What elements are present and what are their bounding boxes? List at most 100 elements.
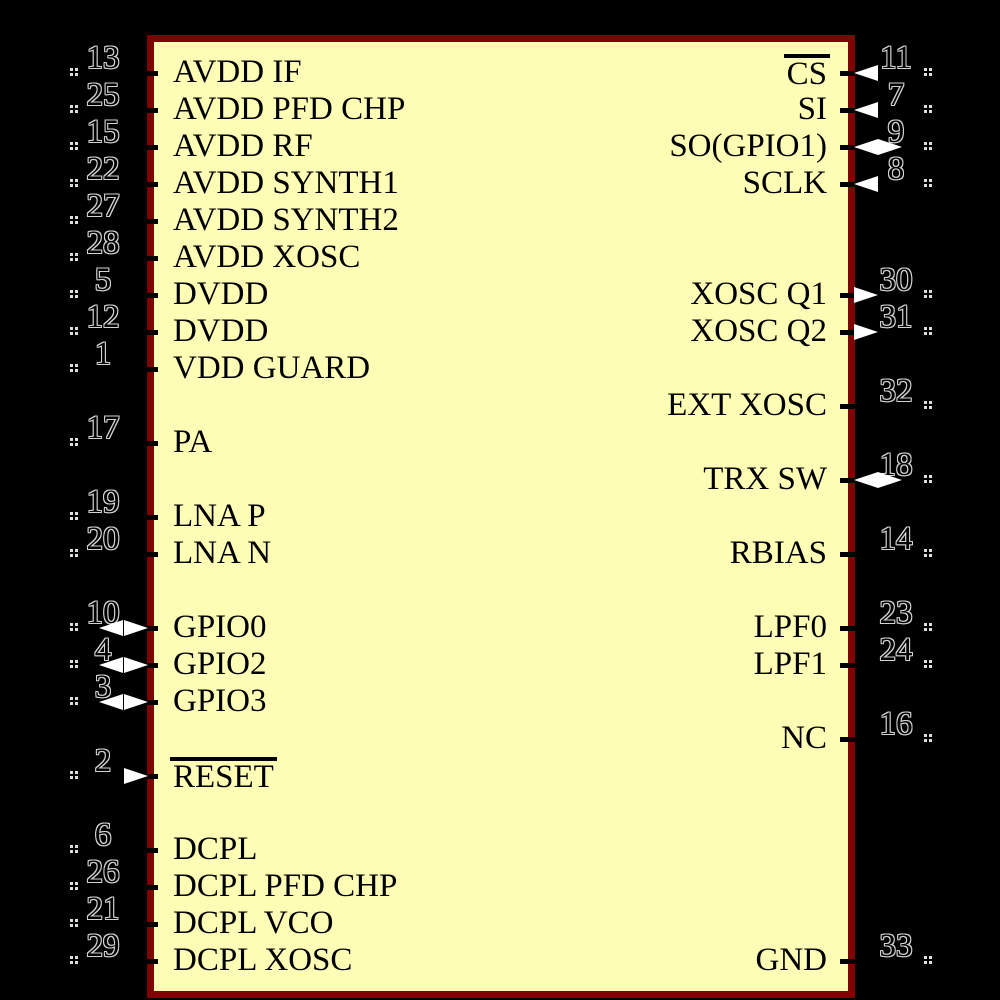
pin-dots-icon: [70, 290, 73, 293]
arrow-left-icon: [854, 65, 878, 81]
pin-stub: [134, 108, 158, 113]
pin-dots-icon: [924, 179, 927, 182]
pin-label: GPIO3: [173, 683, 267, 719]
pin-dots-icon: [924, 142, 927, 145]
arrow-right-icon: [854, 324, 878, 340]
pin-dots-icon: [924, 956, 927, 959]
pin-label: AVDD SYNTH2: [173, 202, 399, 238]
pin-dots-icon: [70, 438, 73, 441]
pin-stub: [840, 404, 864, 409]
pin-dots-icon: [70, 956, 73, 959]
pin-stub: [840, 959, 864, 964]
pin-stub: [134, 885, 158, 890]
pin-number: 31: [879, 299, 913, 335]
pin-dots-icon: [924, 475, 927, 478]
pin-dots-icon: [70, 549, 73, 552]
arrow-right-icon: [854, 287, 878, 303]
pin-label: AVDD XOSC: [173, 239, 361, 275]
pin-number: 24: [879, 632, 913, 668]
arrow-right-icon: [124, 657, 148, 673]
pin-number: 23: [879, 595, 913, 631]
pin-dots-icon: [70, 919, 73, 922]
pin-label-overline: CS: [783, 54, 830, 91]
pin-dots-icon: [924, 549, 927, 552]
pin-stub: [134, 848, 158, 853]
pin-number: 15: [86, 114, 120, 150]
pin-number: 27: [86, 188, 120, 224]
pin-number: 14: [879, 521, 913, 557]
chip-body: [147, 35, 855, 998]
pin-dots-icon: [924, 327, 927, 330]
pin-stub: [840, 293, 864, 298]
arrow-right-icon: [124, 694, 148, 710]
pin-stub: [134, 552, 158, 557]
pin-number: 19: [86, 484, 120, 520]
pin-stub: [134, 515, 158, 520]
pin-dots-icon: [924, 290, 927, 293]
arrow-right-icon: [878, 472, 902, 488]
pin-dots-icon: [924, 105, 927, 108]
pin-label: AVDD IF: [173, 54, 302, 90]
pin-dots-icon: [70, 845, 73, 848]
pin-label-overline: RESET: [170, 757, 277, 794]
pin-label: NC: [781, 720, 827, 756]
pin-dots-icon: [924, 623, 927, 626]
arrow-right-icon: [124, 620, 148, 636]
pin-stub: [840, 108, 864, 113]
pin-number: 2: [94, 743, 112, 779]
pin-label: SI: [797, 91, 827, 127]
pin-stub: [840, 182, 864, 187]
pin-dots-icon: [70, 327, 73, 330]
pin-label: DCPL: [173, 831, 258, 867]
pin-dots-icon: [924, 401, 927, 404]
pin-number: 29: [86, 928, 120, 964]
pin-number: 8: [887, 151, 905, 187]
pin-stub: [840, 626, 864, 631]
pin-stub: [840, 330, 864, 335]
pin-dots-icon: [924, 734, 927, 737]
pin-stub: [134, 330, 158, 335]
pin-label: RBIAS: [729, 535, 827, 571]
arrow-left-icon: [854, 472, 878, 488]
arrow-left-icon: [854, 102, 878, 118]
pin-label: AVDD PFD CHP: [173, 91, 406, 127]
pin-number: 33: [879, 928, 913, 964]
pin-dots-icon: [924, 660, 927, 663]
pin-stub: [840, 737, 864, 742]
pin-stub: [134, 367, 158, 372]
arrow-left-icon: [854, 176, 878, 192]
pin-dots-icon: [70, 216, 73, 219]
pin-dots-icon: [70, 512, 73, 515]
pin-label: VDD GUARD: [173, 350, 371, 386]
pin-number: 32: [879, 373, 913, 409]
pin-number: 11: [880, 40, 912, 76]
pin-stub: [134, 145, 158, 150]
pin-number: 12: [86, 299, 120, 335]
pin-stub: [840, 552, 864, 557]
arrow-right-icon: [124, 768, 148, 784]
pin-dots-icon: [70, 623, 73, 626]
pin-dots-icon: [70, 364, 73, 367]
pin-label: GPIO0: [173, 609, 267, 645]
pin-dots-icon: [70, 253, 73, 256]
pin-stub: [840, 478, 864, 483]
pin-label: EXT XOSC: [667, 387, 827, 423]
arrow-left-icon: [99, 657, 123, 673]
pin-number: 13: [86, 40, 120, 76]
pin-dots-icon: [70, 68, 73, 71]
pin-dots-icon: [70, 179, 73, 182]
pin-stub: [134, 71, 158, 76]
pin-number: 26: [86, 854, 120, 890]
pin-label: TRX SW: [703, 461, 827, 497]
pin-label: RESET: [170, 757, 277, 796]
pin-number: 21: [86, 891, 120, 927]
pin-label: PA: [173, 424, 213, 460]
arrow-left-icon: [99, 694, 123, 710]
pin-stub: [134, 256, 158, 261]
pin-stub: [134, 293, 158, 298]
pin-stub: [840, 663, 864, 668]
pin-dots-icon: [70, 882, 73, 885]
pin-label: XOSC Q2: [690, 313, 827, 349]
pin-number: 22: [86, 151, 120, 187]
pin-label: GPIO2: [173, 646, 267, 682]
